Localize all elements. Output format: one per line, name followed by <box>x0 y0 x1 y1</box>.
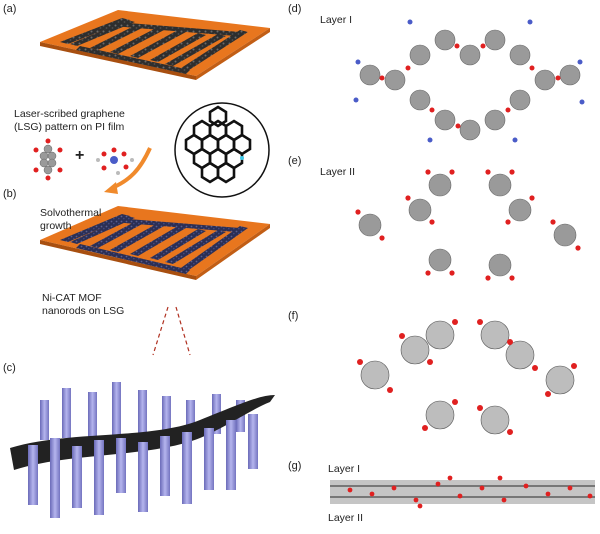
caption-mof-line1: Ni-CAT MOF <box>42 292 102 304</box>
graphene-lattice-zoom <box>174 102 270 198</box>
nickel-salt-molecule <box>96 147 134 175</box>
panel-label-a: (a) <box>3 3 17 15</box>
caption-lsg-line1: Laser-scribed graphene <box>14 108 125 120</box>
zoom-line-b-left <box>152 306 169 356</box>
layer-ii-framework <box>355 169 581 281</box>
zoom-line-b-right <box>175 306 191 356</box>
zoom-marker-a <box>167 91 177 101</box>
panel-label-e: (e) <box>288 155 302 167</box>
ligand-molecule <box>33 138 63 181</box>
interdigitated-electrode-a <box>60 18 248 74</box>
panel-label-d: (d) <box>288 3 302 15</box>
caption-solvothermal-line2: growth <box>40 219 72 232</box>
layer-ii-label-e: Layer II <box>320 166 356 178</box>
layer-i-label-d: Layer I <box>320 14 353 26</box>
nanorods-front <box>28 414 258 518</box>
caption-solvothermal-line1: Solvothermal <box>40 207 102 219</box>
stacked-framework <box>357 319 577 435</box>
caption-mof-line2: nanorods on LSG <box>42 304 125 317</box>
panel-label-f: (f) <box>288 310 299 322</box>
layer-ii-label-g: Layer II <box>328 512 364 524</box>
layer-i-framework <box>353 19 585 143</box>
panel-label-b: (b) <box>3 188 17 200</box>
caption-mof: Ni-CAT MOF nanorods on LSG <box>42 292 124 317</box>
caption-lsg-line2: (LSG) pattern on PI film <box>14 120 125 133</box>
plus-sign: + <box>75 147 85 164</box>
panel-label-g: (g) <box>288 460 302 472</box>
zoom-marker-b <box>166 296 178 308</box>
process-arrow <box>111 147 152 190</box>
side-view-framework <box>330 475 595 509</box>
panel-label-c: (c) <box>3 362 16 374</box>
caption-lsg: Laser-scribed graphene (LSG) pattern on … <box>14 108 125 133</box>
interdigitated-electrode-mof-b <box>60 214 248 274</box>
caption-solvothermal: Solvothermal growth <box>40 207 101 232</box>
layer-i-label-g: Layer I <box>328 463 361 475</box>
